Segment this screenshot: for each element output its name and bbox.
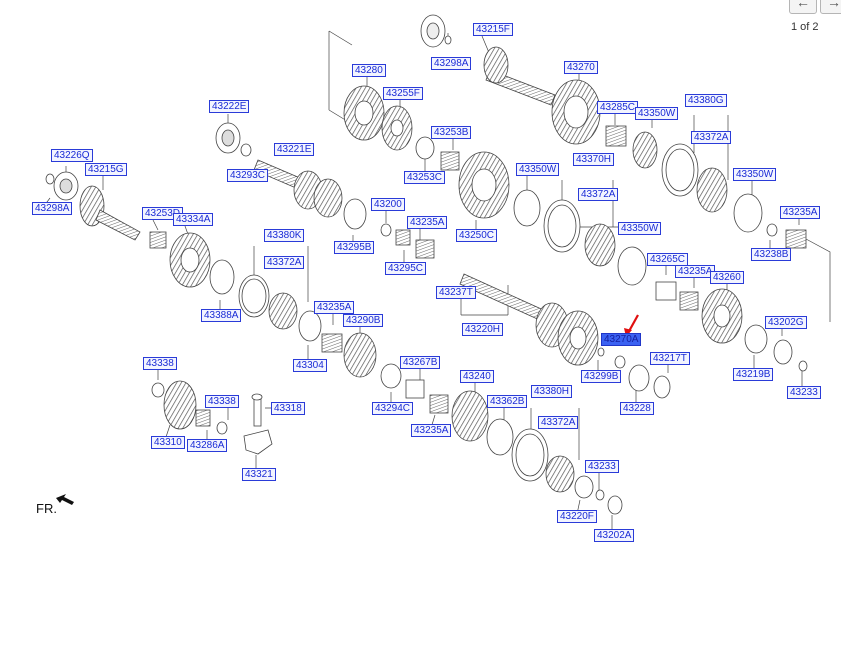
part-label[interactable]: 43267B: [400, 356, 441, 369]
part-label[interactable]: 43338: [143, 357, 177, 370]
part-label[interactable]: 43215F: [473, 23, 513, 36]
part-label[interactable]: 43235A: [407, 216, 448, 229]
part-label[interactable]: 43202A: [594, 529, 635, 542]
part-label[interactable]: 43265C: [647, 253, 689, 266]
part-label[interactable]: 43380K: [264, 229, 305, 242]
front-direction-icon: [56, 494, 74, 505]
part-label[interactable]: 43202G: [765, 316, 807, 329]
part-label[interactable]: 43235A: [411, 424, 452, 437]
part-label[interactable]: 43372A: [538, 416, 579, 429]
part-label[interactable]: 43215G: [85, 163, 127, 176]
part-label[interactable]: 43338: [205, 395, 239, 408]
part-label[interactable]: 43226Q: [51, 149, 93, 162]
part-label[interactable]: 43295C: [385, 262, 427, 275]
part-label[interactable]: 43370H: [573, 153, 615, 166]
part-label[interactable]: 43250C: [456, 229, 498, 242]
part-label[interactable]: 43310: [151, 436, 185, 449]
part-label[interactable]: 43294C: [372, 402, 414, 415]
part-label[interactable]: 43334A: [173, 213, 214, 226]
part-label[interactable]: 43235A: [314, 301, 355, 314]
part-label[interactable]: 43222E: [209, 100, 250, 113]
part-label[interactable]: 43286A: [187, 439, 228, 452]
part-label[interactable]: 43350W: [618, 222, 662, 235]
prev-page-button[interactable]: ←: [789, 0, 817, 14]
part-label[interactable]: 43299B: [581, 370, 622, 383]
part-label[interactable]: 43380G: [685, 94, 727, 107]
page-indicator: 1 of 2: [791, 21, 819, 33]
part-label[interactable]: 43238B: [751, 248, 792, 261]
part-label[interactable]: 43298A: [431, 57, 472, 70]
part-label[interactable]: 43220H: [462, 323, 504, 336]
part-label[interactable]: 43260: [710, 271, 744, 284]
part-label[interactable]: 43228: [620, 402, 654, 415]
part-label[interactable]: 43220F: [557, 510, 597, 523]
part-label[interactable]: 43304: [293, 359, 327, 372]
part-label-selected[interactable]: 43270A: [601, 333, 642, 346]
part-label[interactable]: 43318: [271, 402, 305, 415]
part-label[interactable]: 43321: [242, 468, 276, 481]
part-label[interactable]: 43253C: [404, 171, 446, 184]
part-label[interactable]: 43270: [564, 61, 598, 74]
part-label[interactable]: 43221E: [274, 143, 315, 156]
part-label[interactable]: 43290B: [343, 314, 384, 327]
part-label[interactable]: 43372A: [578, 188, 619, 201]
part-label[interactable]: 43219B: [733, 368, 774, 381]
part-label[interactable]: 43298A: [32, 202, 73, 215]
part-label[interactable]: 43235A: [780, 206, 821, 219]
part-label[interactable]: 43350W: [635, 107, 679, 120]
part-label[interactable]: 43350W: [733, 168, 777, 181]
part-label[interactable]: 43233: [585, 460, 619, 473]
part-label[interactable]: 43295B: [334, 241, 375, 254]
part-label[interactable]: 43253B: [431, 126, 472, 139]
part-label[interactable]: 43237T: [436, 286, 476, 299]
part-label[interactable]: 43233: [787, 386, 821, 399]
part-label[interactable]: 43280: [352, 64, 386, 77]
next-page-button[interactable]: →: [820, 0, 841, 14]
part-label[interactable]: 43255F: [383, 87, 423, 100]
part-label[interactable]: 43362B: [487, 395, 528, 408]
part-label[interactable]: 43372A: [691, 131, 732, 144]
part-label[interactable]: 43372A: [264, 256, 305, 269]
part-label[interactable]: 43200: [371, 198, 405, 211]
part-label[interactable]: 43293C: [227, 169, 269, 182]
part-label[interactable]: 43217T: [650, 352, 690, 365]
front-direction-label: FR.: [36, 501, 57, 516]
part-label[interactable]: 43240: [460, 370, 494, 383]
part-label[interactable]: 43380H: [531, 385, 573, 398]
part-label[interactable]: 43285C: [597, 101, 639, 114]
part-label[interactable]: 43350W: [516, 163, 560, 176]
part-label[interactable]: 43388A: [201, 309, 242, 322]
